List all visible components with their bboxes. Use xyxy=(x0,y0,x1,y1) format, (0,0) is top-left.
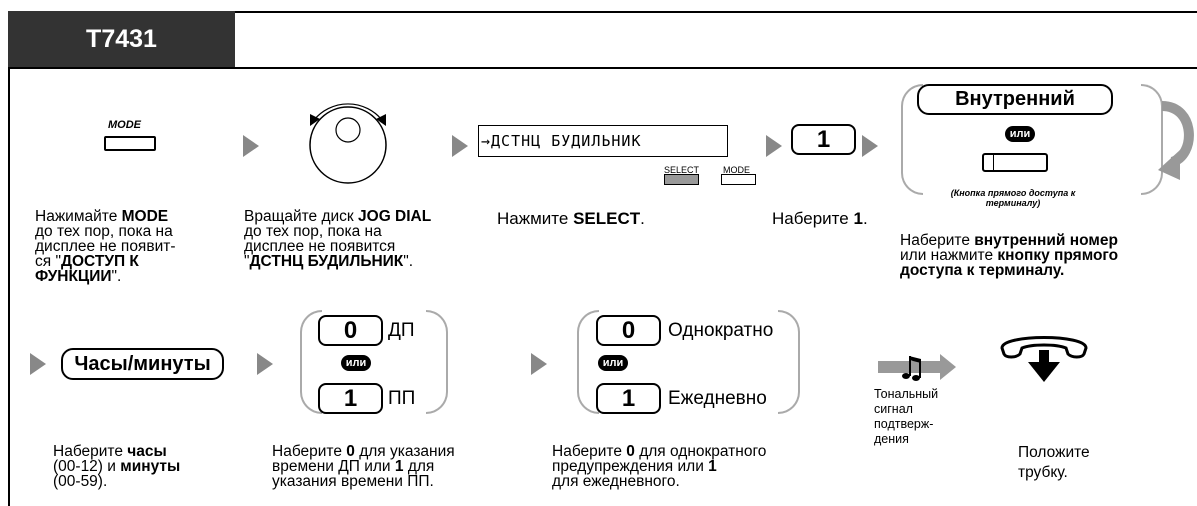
next-arrow-icon xyxy=(862,135,878,157)
step6-instruction: Наберите часы(00-12) и минуты(00-59). xyxy=(53,443,181,490)
select-button-icon xyxy=(664,174,699,185)
confirmation-tone-icon xyxy=(878,354,956,381)
step4-instruction: Наберите 1. xyxy=(772,209,868,228)
next-arrow-icon xyxy=(766,135,782,157)
or-badge: или xyxy=(598,355,628,371)
mode-button-label: MODE xyxy=(108,119,141,131)
dss-button-icon xyxy=(982,153,1048,172)
daily-label: Ежедневно xyxy=(668,388,767,409)
bracket-right xyxy=(426,310,448,414)
am-label: ДП xyxy=(388,320,415,341)
lcd-display: →ДСТНЦ БУДИЛЬНИК xyxy=(478,125,728,157)
once-label: Однократно xyxy=(668,320,774,341)
jog-dial-icon xyxy=(309,103,387,184)
next-arrow-icon xyxy=(243,135,259,157)
dial-key-0: 0 xyxy=(596,315,661,346)
hour-minute-key: Часы/минуты xyxy=(61,348,224,380)
dial-key-1: 1 xyxy=(318,383,383,414)
frame-top-border xyxy=(8,11,1197,13)
mode-button-small-icon xyxy=(721,174,756,185)
dial-key-0: 0 xyxy=(318,315,383,346)
next-arrow-icon xyxy=(452,135,468,157)
next-arrow-icon xyxy=(531,353,547,375)
lcd-text: →ДСТНЦ БУДИЛЬНИК xyxy=(481,132,642,150)
frame-left-border xyxy=(8,11,10,506)
select-button-label: SELECT xyxy=(664,165,700,175)
or-badge: или xyxy=(1005,126,1035,142)
handset-hang-up-icon xyxy=(1000,336,1088,382)
extension-key: Внутренний xyxy=(917,84,1113,115)
step3-instruction: Нажмите SELECT. xyxy=(497,209,645,228)
model-tab: T7431 xyxy=(8,11,235,67)
next-arrow-icon xyxy=(30,353,46,375)
next-arrow-icon xyxy=(257,353,273,375)
dss-button-caption: (Кнопка прямого доступа к терминалу) xyxy=(950,188,1076,208)
dial-key-1: 1 xyxy=(791,124,856,155)
or-badge: или xyxy=(341,355,371,371)
continue-curved-arrow-icon xyxy=(1158,101,1194,180)
dial-key-1: 1 xyxy=(596,383,661,414)
bracket-right xyxy=(778,310,800,414)
header-divider xyxy=(8,67,1197,69)
pm-label: ПП xyxy=(388,388,416,409)
mode-button-small-label: MODE xyxy=(723,165,750,175)
mode-button-icon xyxy=(104,136,156,151)
